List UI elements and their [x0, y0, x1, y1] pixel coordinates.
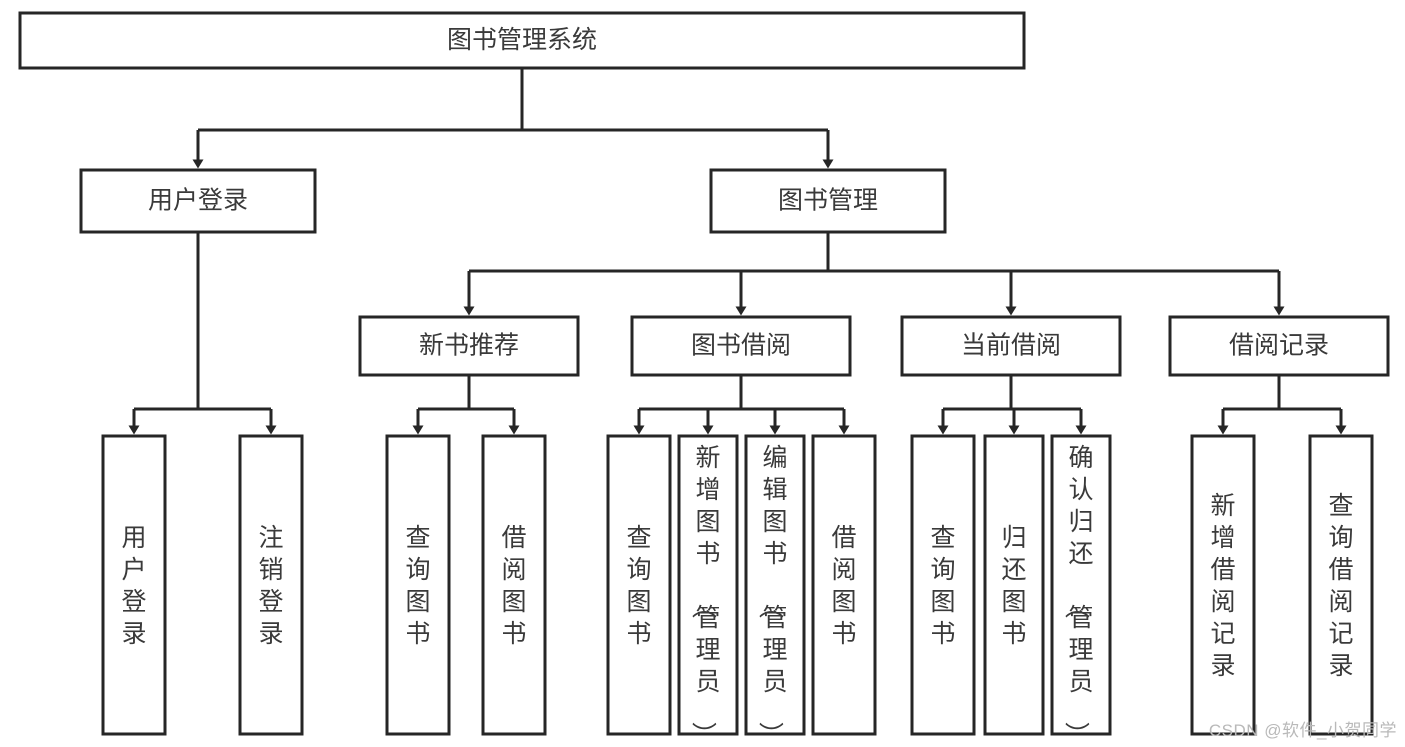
node-box-leaf-rec-borrow[interactable]: [481, 434, 547, 736]
node-label-leaf-cur-confirm: 确认归还（管理员）: [1062, 444, 1093, 747]
edge-group-book-borrow: [633, 375, 850, 435]
node-label-leaf-rec-add: 新增借阅记录: [1210, 492, 1235, 680]
node-box-leaf-user-login[interactable]: [101, 434, 167, 736]
node-label-new-book-rec: 新书推荐: [419, 332, 519, 360]
node-box-book-borrow[interactable]: [630, 315, 852, 377]
edge-group-book-manage: [463, 232, 1285, 316]
node-box-leaf-brw-query[interactable]: [606, 434, 672, 736]
node-label-root: 图书管理系统: [447, 26, 597, 54]
node-box-book-manage[interactable]: [709, 168, 947, 234]
edge-group-user-login: [128, 232, 277, 435]
node-leaf-brw-borrow[interactable]: 借阅图书: [811, 434, 877, 736]
edge-group-root: [192, 68, 834, 169]
node-label-book-borrow: 图书借阅: [691, 332, 791, 360]
node-box-leaf-brw-add[interactable]: [677, 434, 739, 736]
node-box-leaf-cur-query[interactable]: [910, 434, 976, 736]
node-box-user-login[interactable]: [79, 168, 317, 234]
node-leaf-rec-search[interactable]: 查询借阅记录: [1308, 434, 1374, 736]
node-label-leaf-user-login: 用户登录: [121, 524, 146, 648]
node-box-leaf-user-logout[interactable]: [238, 434, 304, 736]
node-box-leaf-cur-confirm[interactable]: [1050, 434, 1112, 736]
node-label-user-login: 用户登录: [148, 187, 248, 215]
node-label-leaf-rec-borrow: 借阅图书: [501, 524, 526, 648]
node-leaf-cur-return[interactable]: 归还图书: [983, 434, 1045, 736]
node-borrow-record[interactable]: 借阅记录: [1168, 315, 1390, 377]
node-leaf-user-logout[interactable]: 注销登录: [238, 434, 304, 736]
node-new-book-rec[interactable]: 新书推荐: [358, 315, 580, 377]
node-box-borrow-record[interactable]: [1168, 315, 1390, 377]
node-label-book-manage: 图书管理: [778, 187, 878, 215]
node-current-borrow[interactable]: 当前借阅: [900, 315, 1122, 377]
node-box-leaf-cur-return[interactable]: [983, 434, 1045, 736]
node-leaf-rec-add[interactable]: 新增借阅记录: [1190, 434, 1256, 736]
node-box-leaf-brw-borrow[interactable]: [811, 434, 877, 736]
node-leaf-rec-query[interactable]: 查询图书: [385, 434, 451, 736]
node-leaf-brw-query[interactable]: 查询图书: [606, 434, 672, 736]
node-box-leaf-rec-query[interactable]: [385, 434, 451, 736]
node-label-leaf-brw-edit: 编辑图书（管理员）: [756, 444, 787, 747]
node-box-leaf-rec-add[interactable]: [1190, 434, 1256, 736]
node-leaf-rec-borrow[interactable]: 借阅图书: [481, 434, 547, 736]
edge-group-borrow-record: [1217, 375, 1347, 435]
node-box-current-borrow[interactable]: [900, 315, 1122, 377]
node-leaf-brw-add[interactable]: 新增图书（管理员）: [677, 434, 739, 747]
node-leaf-brw-edit[interactable]: 编辑图书（管理员）: [744, 434, 806, 747]
watermark-text: CSDN @软件_小贺同学: [1208, 721, 1397, 740]
node-box-root[interactable]: [18, 11, 1026, 70]
node-user-login[interactable]: 用户登录: [79, 168, 317, 234]
node-label-leaf-cur-return: 归还图书: [1001, 524, 1026, 648]
node-book-borrow[interactable]: 图书借阅: [630, 315, 852, 377]
node-layer: 图书管理系统用户登录图书管理新书推荐图书借阅当前借阅借阅记录用户登录注销登录查询…: [18, 11, 1390, 747]
node-label-leaf-cur-query: 查询图书: [930, 524, 955, 648]
edge-layer: [128, 68, 1347, 435]
node-label-leaf-rec-search: 查询借阅记录: [1328, 492, 1353, 680]
node-box-new-book-rec[interactable]: [358, 315, 580, 377]
node-box-leaf-rec-search[interactable]: [1308, 434, 1374, 736]
node-leaf-user-login[interactable]: 用户登录: [101, 434, 167, 736]
node-leaf-cur-query[interactable]: 查询图书: [910, 434, 976, 736]
node-book-manage[interactable]: 图书管理: [709, 168, 947, 234]
node-label-leaf-brw-add: 新增图书（管理员）: [689, 444, 720, 747]
edge-group-current-borrow: [937, 375, 1087, 435]
node-leaf-cur-confirm[interactable]: 确认归还（管理员）: [1050, 434, 1112, 747]
node-label-leaf-user-logout: 注销登录: [258, 524, 283, 648]
node-label-leaf-brw-query: 查询图书: [626, 524, 651, 648]
node-label-leaf-brw-borrow: 借阅图书: [831, 524, 856, 648]
edge-group-new-book-rec: [412, 375, 520, 435]
node-label-current-borrow: 当前借阅: [961, 332, 1061, 360]
node-box-leaf-brw-edit[interactable]: [744, 434, 806, 736]
node-label-borrow-record: 借阅记录: [1229, 332, 1329, 360]
node-root[interactable]: 图书管理系统: [18, 11, 1026, 70]
node-label-leaf-rec-query: 查询图书: [405, 524, 430, 648]
